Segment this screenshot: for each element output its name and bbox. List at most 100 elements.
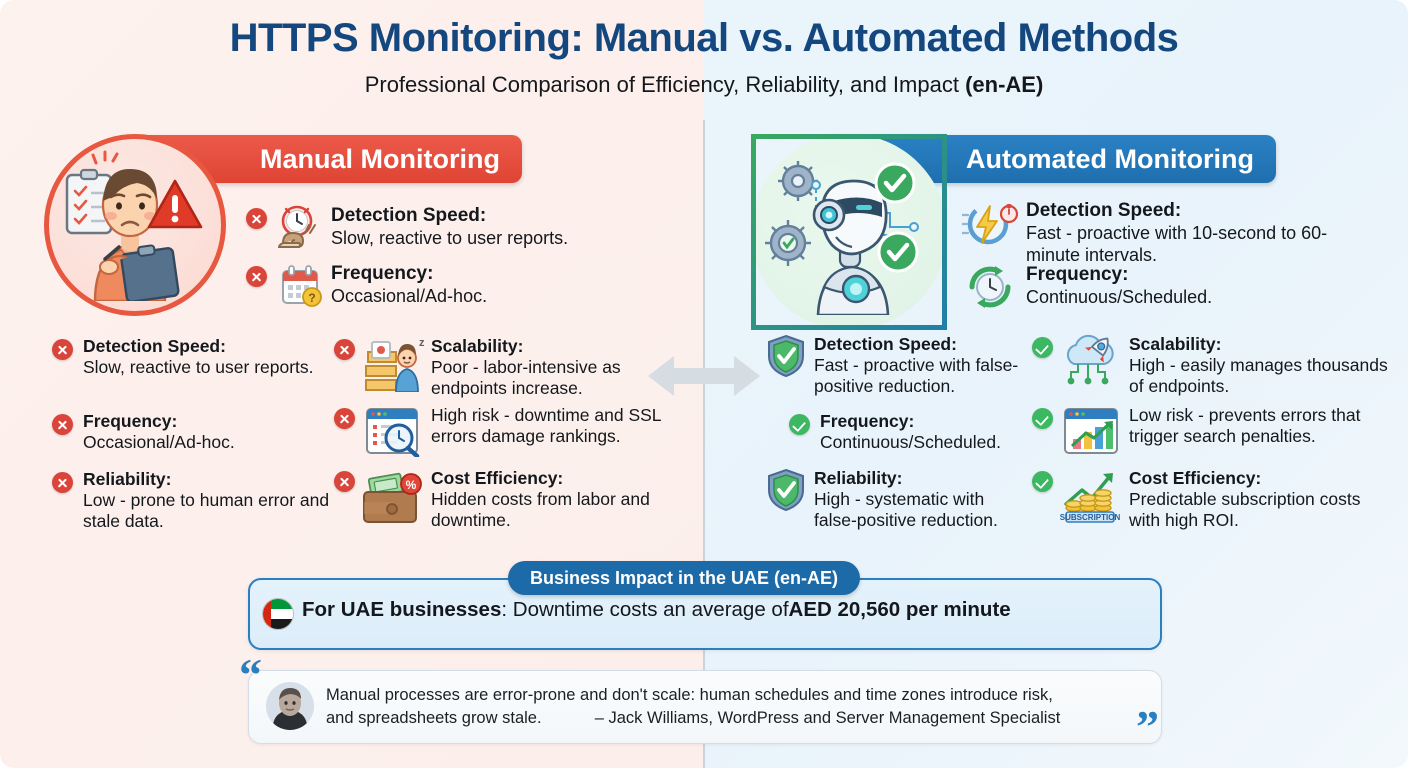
manual-item-text: Frequency: Occasional/Ad-hoc. bbox=[83, 411, 235, 453]
manual-item-text: Cost Efficiency: Hidden costs from labor… bbox=[431, 468, 694, 531]
item-body: Poor - labor-intensive as endpoints incr… bbox=[431, 357, 621, 398]
item-heading: Scalability: bbox=[431, 336, 524, 356]
close-quote-mark: ” bbox=[1136, 701, 1159, 752]
impact-amount: AED 20,560 per minute bbox=[788, 598, 1011, 621]
item-body: Hidden costs from labor and downtime. bbox=[431, 489, 650, 530]
manual-item-text: Detection Speed: Slow, reactive to user … bbox=[83, 336, 314, 378]
quote-line-2: and spreadsheets grow stale. – Jack Will… bbox=[326, 707, 1146, 730]
check-mark-icon bbox=[789, 414, 810, 435]
impact-middle: : Downtime costs an average of bbox=[501, 598, 789, 621]
manual-top-item-text: Frequency: Occasional/Ad-hoc. bbox=[331, 263, 487, 307]
automated-item-text: Cost Efficiency: Predictable subscriptio… bbox=[1129, 468, 1394, 531]
automated-item-reliability: Reliability: High - systematic with fals… bbox=[766, 468, 1028, 531]
item-heading: Frequency: bbox=[820, 411, 915, 431]
automated-top-item-text: Frequency: Continuous/Scheduled. bbox=[1026, 264, 1212, 308]
item-body: Slow, reactive to user reports. bbox=[331, 228, 569, 248]
refresh-clock-cycle-icon bbox=[962, 264, 1018, 315]
item-body: High - easily manages thousands of endpo… bbox=[1129, 355, 1388, 396]
check-mark-icon bbox=[1032, 337, 1053, 358]
item-heading: Reliability: bbox=[83, 469, 172, 489]
manual-top-item-frequency: ? Frequency: Occasional/Ad-hoc. bbox=[246, 263, 646, 312]
manual-top-item-text: Detection Speed: Slow, reactive to user … bbox=[331, 205, 568, 249]
bidirectional-arrow-icon bbox=[648, 352, 760, 400]
svg-text:?: ? bbox=[308, 291, 315, 305]
item-heading: Detection Speed: bbox=[1026, 200, 1182, 221]
item-heading: Reliability: bbox=[814, 468, 903, 488]
item-body: Slow, reactive to user reports. bbox=[83, 357, 314, 377]
svg-text:z: z bbox=[419, 337, 424, 349]
automated-item-text: Detection Speed: Fast - proactive with f… bbox=[814, 334, 1028, 397]
item-body: Low risk - prevents errors that trigger … bbox=[1129, 405, 1361, 446]
item-heading: Frequency: bbox=[1026, 264, 1129, 285]
x-mark-icon bbox=[334, 471, 355, 492]
x-mark-icon bbox=[334, 339, 355, 360]
item-heading: Detection Speed: bbox=[83, 336, 226, 356]
item-body: Occasional/Ad-hoc. bbox=[83, 432, 235, 452]
manual-item-cost-efficiency: % Cost Efficiency: Hidden costs from lab… bbox=[334, 468, 694, 531]
manual-item-text: Reliability: Low - prone to human error … bbox=[83, 469, 332, 532]
cloud-rocket-network-icon bbox=[1060, 334, 1122, 395]
business-impact-tag: Business Impact in the UAE (en-AE) bbox=[508, 561, 861, 595]
manual-item-risk: High risk - downtime and SSL errors dama… bbox=[334, 405, 696, 462]
x-mark-icon bbox=[52, 339, 73, 360]
subtitle-text: Professional Comparison of Efficiency, R… bbox=[364, 72, 966, 97]
automated-item-frequency: Frequency: Continuous/Scheduled. bbox=[789, 411, 1039, 453]
manual-item-text: High risk - downtime and SSL errors dama… bbox=[431, 405, 696, 447]
item-body: Low - prone to human error and stale dat… bbox=[83, 490, 330, 531]
manual-panel-badge-label: Manual Monitoring bbox=[260, 143, 500, 174]
item-body: Fast - proactive with false-positive red… bbox=[814, 355, 1019, 396]
quote-attribution: – Jack Williams, WordPress and Server Ma… bbox=[594, 709, 1061, 727]
automated-item-text: Low risk - prevents errors that trigger … bbox=[1129, 405, 1398, 447]
svg-text:SUBSCRIPTION: SUBSCRIPTION bbox=[1060, 513, 1120, 522]
item-body: Predictable subscription costs with high… bbox=[1129, 489, 1361, 530]
svg-text:%: % bbox=[406, 478, 417, 492]
item-body: Occasional/Ad-hoc. bbox=[331, 286, 488, 306]
automated-top-item-frequency: Frequency: Continuous/Scheduled. bbox=[962, 264, 1362, 315]
manual-item-detection-speed: Detection Speed: Slow, reactive to user … bbox=[52, 336, 322, 378]
automated-item-risk: Low risk - prevents errors that trigger … bbox=[1032, 405, 1398, 462]
growth-chart-browser-icon bbox=[1060, 405, 1122, 462]
item-heading: Detection Speed: bbox=[814, 334, 957, 354]
page-title: HTTPS Monitoring: Manual vs. Automated M… bbox=[229, 16, 1179, 60]
subtitle-locale: (en-AE) bbox=[965, 72, 1044, 97]
manual-item-reliability: Reliability: Low - prone to human error … bbox=[52, 469, 332, 532]
automated-item-text: Scalability: High - easily manages thous… bbox=[1129, 334, 1394, 397]
automated-panel-badge-label: Automated Monitoring bbox=[966, 143, 1254, 174]
automated-item-scalability: Scalability: High - easily manages thous… bbox=[1032, 334, 1394, 397]
wallet-cash-percent-icon: % bbox=[362, 468, 424, 529]
page-subtitle: Professional Comparison of Efficiency, R… bbox=[0, 72, 1408, 98]
calendar-question-icon: ? bbox=[275, 263, 323, 312]
automated-top-item-detection-speed: Detection Speed: Fast - proactive with 1… bbox=[960, 200, 1362, 266]
manual-item-scalability: z Scalability: Poor - labor-intensive as… bbox=[334, 336, 694, 399]
manual-item-text: Scalability: Poor - labor-intensive as e… bbox=[431, 336, 694, 399]
panel-divider bbox=[703, 120, 705, 768]
manual-item-frequency: Frequency: Occasional/Ad-hoc. bbox=[52, 411, 322, 453]
browser-search-magnifier-icon bbox=[362, 405, 424, 462]
automated-item-text: Reliability: High - systematic with fals… bbox=[814, 468, 1028, 531]
quote-text: Manual processes are error-prone and don… bbox=[326, 684, 1146, 730]
worried-person-clipboard-warning-illustration bbox=[44, 134, 226, 316]
stacked-folders-person-icon: z bbox=[362, 336, 425, 397]
check-mark-icon bbox=[1032, 408, 1053, 429]
business-impact-text: For UAE businesses: Downtime costs an av… bbox=[302, 598, 1011, 622]
shield-check-icon bbox=[766, 334, 806, 383]
x-mark-icon bbox=[246, 266, 267, 287]
x-mark-icon bbox=[246, 208, 267, 229]
automated-item-cost-efficiency: SUBSCRIPTION Cost Efficiency: Predictabl… bbox=[1032, 468, 1394, 531]
automated-item-detection-speed: Detection Speed: Fast - proactive with f… bbox=[766, 334, 1028, 397]
item-heading: Cost Efficiency: bbox=[431, 468, 564, 488]
shield-check-icon bbox=[766, 468, 806, 517]
quote-line-2-text: and spreadsheets grow stale. bbox=[326, 709, 542, 727]
automated-item-text: Frequency: Continuous/Scheduled. bbox=[820, 411, 1001, 453]
x-mark-icon bbox=[52, 472, 73, 493]
quote-author-avatar bbox=[266, 682, 314, 730]
open-quote-mark: “ bbox=[239, 649, 262, 700]
lightning-stopwatch-icon bbox=[960, 200, 1019, 251]
quote-box bbox=[248, 670, 1162, 744]
business-impact-tag-label: Business Impact in the UAE (en-AE) bbox=[530, 567, 839, 588]
item-body: Continuous/Scheduled. bbox=[1026, 287, 1213, 307]
slow-clock-snail-icon bbox=[275, 205, 323, 254]
impact-lead: For UAE businesses bbox=[302, 598, 502, 621]
item-body: Continuous/Scheduled. bbox=[820, 432, 1001, 452]
